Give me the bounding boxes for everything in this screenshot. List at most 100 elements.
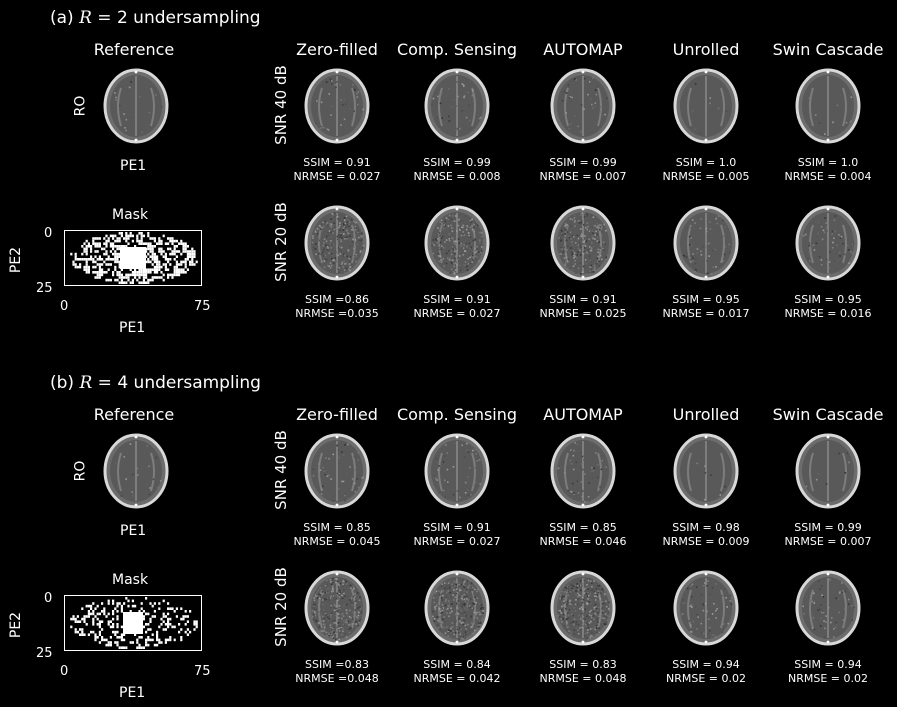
ro-axis-label: RO [72, 95, 89, 117]
nrmse-value: NRMSE = 0.048 [539, 672, 627, 685]
reconstruction-image [550, 570, 616, 646]
ssim-value: SSIM = 0.99 [423, 156, 491, 169]
reconstruction-image [304, 570, 370, 646]
method-heading: Unrolled [672, 405, 740, 424]
reconstruction-image [795, 205, 861, 281]
nrmse-value: NRMSE = 0.02 [666, 672, 746, 685]
ssim-value: SSIM = 0.99 [794, 521, 862, 534]
reconstruction-image [673, 205, 739, 281]
nrmse-value: NRMSE = 0.016 [784, 307, 872, 320]
method-heading: AUTOMAP [543, 405, 623, 424]
method-heading: Unrolled [672, 40, 740, 59]
nrmse-value: NRMSE = 0.004 [784, 170, 872, 183]
ssim-value: SSIM = 0.83 [549, 658, 617, 671]
sampling-mask [64, 230, 202, 286]
nrmse-value: NRMSE = 0.027 [413, 307, 501, 320]
reconstruction-image [304, 433, 370, 509]
mask-heading: Mask [112, 572, 149, 588]
nrmse-value: NRMSE = 0.009 [662, 535, 750, 548]
ssim-value: SSIM = 0.91 [423, 521, 491, 534]
snr-row-label: SNR 40 dB [272, 65, 290, 145]
title-suffix: = 4 undersampling [92, 373, 261, 393]
ro-axis-label: RO [72, 460, 89, 482]
snr-row-label: SNR 40 dB [272, 430, 290, 510]
nrmse-value: NRMSE = 0.007 [784, 535, 872, 548]
pe1-axis-label: PE1 [120, 523, 147, 539]
mask-x-axis-label: PE1 [119, 685, 146, 701]
reference-heading: Reference [93, 405, 175, 424]
panel-title: (a) R = 2 undersampling [50, 8, 261, 28]
reconstruction-image [424, 68, 490, 144]
nrmse-value: NRMSE = 0.02 [788, 672, 868, 685]
reconstruction-image [424, 433, 490, 509]
ssim-value: SSIM = 0.94 [672, 658, 740, 671]
snr-row-label: SNR 20 dB [272, 202, 290, 282]
reconstruction-image [795, 68, 861, 144]
ssim-value: SSIM = 0.98 [672, 521, 740, 534]
reconstruction-image [550, 433, 616, 509]
reconstruction-image [424, 570, 490, 646]
mask-tick-x0: 0 [60, 299, 69, 314]
nrmse-value: NRMSE = 0.045 [293, 535, 381, 548]
method-heading: Comp. Sensing [396, 405, 518, 424]
reconstruction-image [550, 68, 616, 144]
reconstruction-image [795, 433, 861, 509]
reconstruction-image [304, 205, 370, 281]
pe2-axis-label: PE2 [8, 611, 25, 639]
reference-image [103, 433, 169, 509]
reference-image [103, 68, 169, 144]
pe2-axis-label: PE2 [8, 246, 25, 274]
method-heading: Zero-filled [296, 405, 378, 424]
mask-tick-x0: 0 [60, 664, 69, 679]
title-suffix: = 2 undersampling [91, 8, 261, 28]
nrmse-value: NRMSE = 0.005 [662, 170, 750, 183]
nrmse-value: NRMSE = 0.042 [413, 672, 501, 685]
ssim-value: SSIM = 0.91 [549, 293, 617, 306]
nrmse-value: NRMSE =0.035 [295, 307, 379, 320]
method-heading: AUTOMAP [543, 40, 623, 59]
ssim-value: SSIM = 0.85 [303, 521, 371, 534]
ssim-value: SSIM =0.83 [305, 658, 369, 671]
ssim-value: SSIM = 0.91 [423, 293, 491, 306]
mask-tick-x1: 75 [194, 664, 211, 679]
mask-tick-y1: 25 [36, 281, 53, 296]
nrmse-value: NRMSE = 0.027 [413, 535, 501, 548]
ssim-value: SSIM = 0.94 [794, 658, 862, 671]
nrmse-value: NRMSE = 0.017 [662, 307, 750, 320]
mask-tick-y0: 0 [44, 591, 53, 606]
ssim-value: SSIM = 0.91 [303, 156, 371, 169]
reference-heading: Reference [93, 40, 175, 59]
reconstruction-image [795, 570, 861, 646]
snr-row-label: SNR 20 dB [272, 567, 290, 647]
method-heading: Zero-filled [296, 40, 378, 59]
reconstruction-image [673, 433, 739, 509]
reconstruction-image [304, 68, 370, 144]
ssim-value: SSIM = 0.95 [794, 293, 862, 306]
method-heading: Swin Cascade [772, 40, 884, 59]
method-heading: Comp. Sensing [396, 40, 518, 59]
reconstruction-image [673, 68, 739, 144]
ssim-value: SSIM = 1.0 [675, 156, 737, 169]
pe1-axis-label: PE1 [120, 158, 147, 174]
title-prefix: (a) [50, 8, 80, 28]
mask-tick-x1: 75 [194, 299, 211, 314]
title-prefix: (b) [50, 373, 80, 393]
ssim-value: SSIM =0.86 [305, 293, 369, 306]
reconstruction-image [424, 205, 490, 281]
mask-tick-y0: 0 [44, 226, 53, 241]
title-variable: R [79, 373, 93, 393]
ssim-value: SSIM = 0.95 [672, 293, 740, 306]
ssim-value: SSIM = 0.84 [423, 658, 491, 671]
nrmse-value: NRMSE = 0.008 [413, 170, 501, 183]
panel-title: (b) R = 4 undersampling [50, 373, 261, 393]
ssim-value: SSIM = 0.85 [549, 521, 617, 534]
mask-x-axis-label: PE1 [119, 320, 146, 336]
reconstruction-image [673, 570, 739, 646]
nrmse-value: NRMSE = 0.027 [293, 170, 381, 183]
ssim-value: SSIM = 1.0 [797, 156, 859, 169]
nrmse-value: NRMSE =0.048 [295, 672, 379, 685]
title-variable: R [79, 8, 92, 28]
mask-heading: Mask [112, 207, 149, 223]
mask-tick-y1: 25 [36, 646, 53, 661]
sampling-mask [64, 595, 202, 651]
